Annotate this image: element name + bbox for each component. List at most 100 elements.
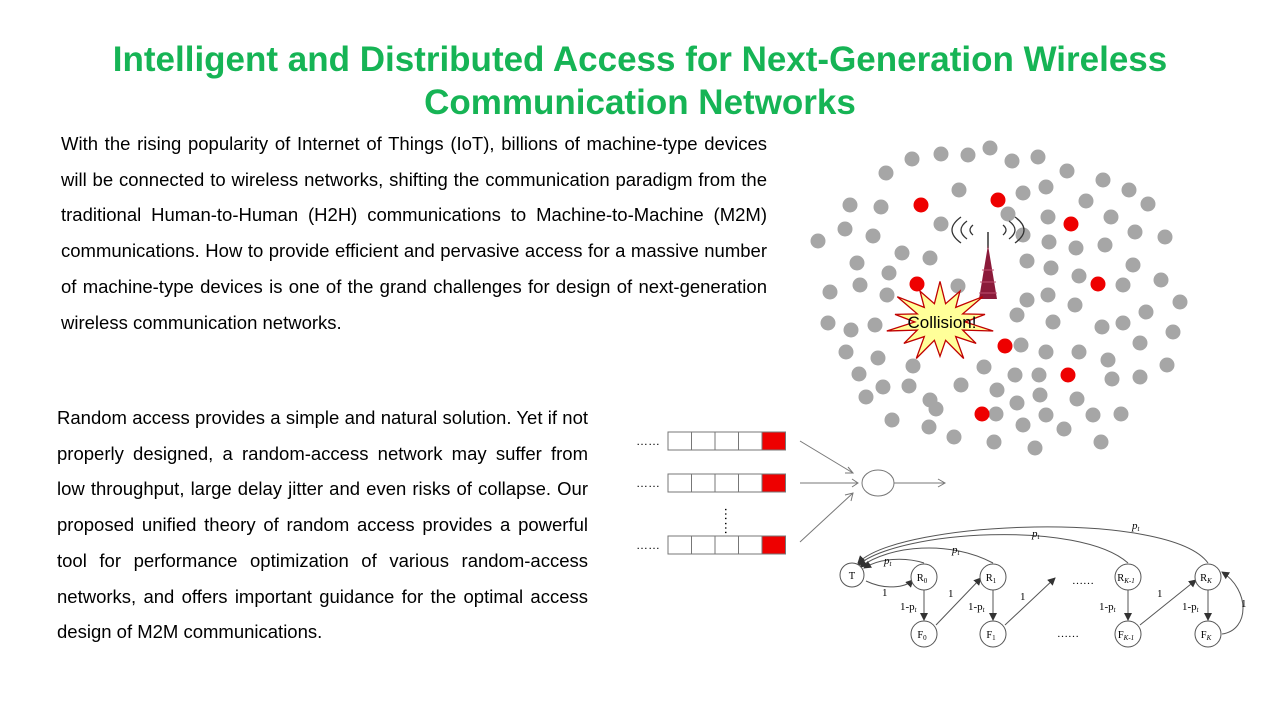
device-dot (988, 406, 1004, 422)
device-dot (1157, 229, 1173, 245)
device-dot (921, 419, 937, 435)
device-dot (1040, 287, 1056, 303)
device-dot (1043, 260, 1059, 276)
device-dot (933, 146, 949, 162)
device-dot (1038, 407, 1054, 423)
state-RK (1194, 563, 1222, 591)
device-dot (867, 317, 883, 333)
state-F1 (979, 620, 1007, 648)
device-dot (1045, 314, 1061, 330)
device-dot (1095, 172, 1111, 188)
random-access-paragraph: Random access provides a simple and natu… (57, 407, 588, 643)
edge-label-one-minus-pt: 1-pt (900, 601, 918, 614)
device-dot (1009, 307, 1025, 323)
device-dot (878, 165, 894, 181)
slide-title: Intelligent and Distributed Access for N… (112, 40, 1168, 122)
device-dot (1094, 319, 1110, 335)
queue-ellipsis: …… (636, 434, 660, 448)
device-dot (870, 350, 886, 366)
device-dot (1071, 344, 1087, 360)
device-dot (1056, 421, 1072, 437)
device-dot (838, 344, 854, 360)
state-R0 (910, 563, 938, 591)
device-dot (1031, 367, 1047, 383)
device-dot (1059, 163, 1075, 179)
device-dot (1067, 297, 1083, 313)
device-dot (904, 151, 920, 167)
device-dot (976, 359, 992, 375)
device-dot (1115, 277, 1131, 293)
device-dot (1104, 371, 1120, 387)
state-FK-1-label: FK-1 (1118, 630, 1134, 642)
device-dot (822, 284, 838, 300)
edge-label-pt: pt (1131, 520, 1141, 533)
device-dot (1019, 253, 1035, 269)
chain-ellipsis: …… (1057, 628, 1079, 640)
edge-label-one: 1 (882, 587, 888, 599)
device-dot (820, 315, 836, 331)
device-dot (865, 228, 881, 244)
device-dot (843, 322, 859, 338)
state-F1-label: F1 (986, 630, 996, 642)
device-dot (1153, 272, 1169, 288)
device-dot (1132, 369, 1148, 385)
device-dot (1009, 395, 1025, 411)
device-dot (1100, 352, 1116, 368)
active-device-dot (997, 338, 1013, 354)
device-dot (1078, 193, 1094, 209)
device-dot (905, 358, 921, 374)
device-dot (901, 378, 917, 394)
chain-ellipsis: …… (1072, 575, 1094, 587)
device-dot (858, 389, 874, 405)
vertical-ellipsis: …… (722, 507, 738, 535)
device-dot (1103, 209, 1119, 225)
edge-label-pt: pt (951, 544, 961, 557)
device-dot (881, 265, 897, 281)
device-dot (1159, 357, 1175, 373)
device-dot (1121, 182, 1137, 198)
device-dot (894, 245, 910, 261)
device-dot (1027, 440, 1043, 456)
device-dot (1132, 335, 1148, 351)
device-dot (884, 412, 900, 428)
device-dot (1038, 344, 1054, 360)
active-device-dot (990, 192, 1006, 208)
state-R1 (979, 563, 1007, 591)
device-dot (879, 287, 895, 303)
device-dot (1040, 209, 1056, 225)
device-dot (960, 147, 976, 163)
state-F0-label: F0 (917, 630, 927, 642)
intro-paragraph: With the rising popularity of Internet o… (61, 133, 767, 333)
device-dot (1127, 224, 1143, 240)
active-device-dot (1060, 367, 1076, 383)
state-R0-label: R0 (917, 573, 928, 585)
device-dot (810, 233, 826, 249)
device-dot (922, 250, 938, 266)
device-dot (989, 382, 1005, 398)
device-dot (986, 434, 1002, 450)
device-dot (1041, 234, 1057, 250)
device-dot (928, 401, 944, 417)
collision-label: Collision! (908, 313, 977, 332)
device-dot (1038, 179, 1054, 195)
base-station-icon (951, 216, 1025, 299)
device-dot (951, 182, 967, 198)
device-dot (851, 366, 867, 382)
state-RK-1-label: RK-1 (1117, 573, 1135, 585)
device-dot (1115, 315, 1131, 331)
queue-head-cell (761, 431, 786, 451)
device-dot (1000, 206, 1016, 222)
device-dot (933, 216, 949, 232)
device-dot (950, 278, 966, 294)
edge-label-one: 1 (1020, 591, 1026, 603)
state-T (839, 562, 865, 588)
device-dot (1030, 149, 1046, 165)
device-dot (875, 379, 891, 395)
device-dot (1125, 257, 1141, 273)
queue-ellipsis: …… (636, 476, 660, 490)
device-dot (1085, 407, 1101, 423)
edge-label-one: 1 (1157, 588, 1163, 600)
